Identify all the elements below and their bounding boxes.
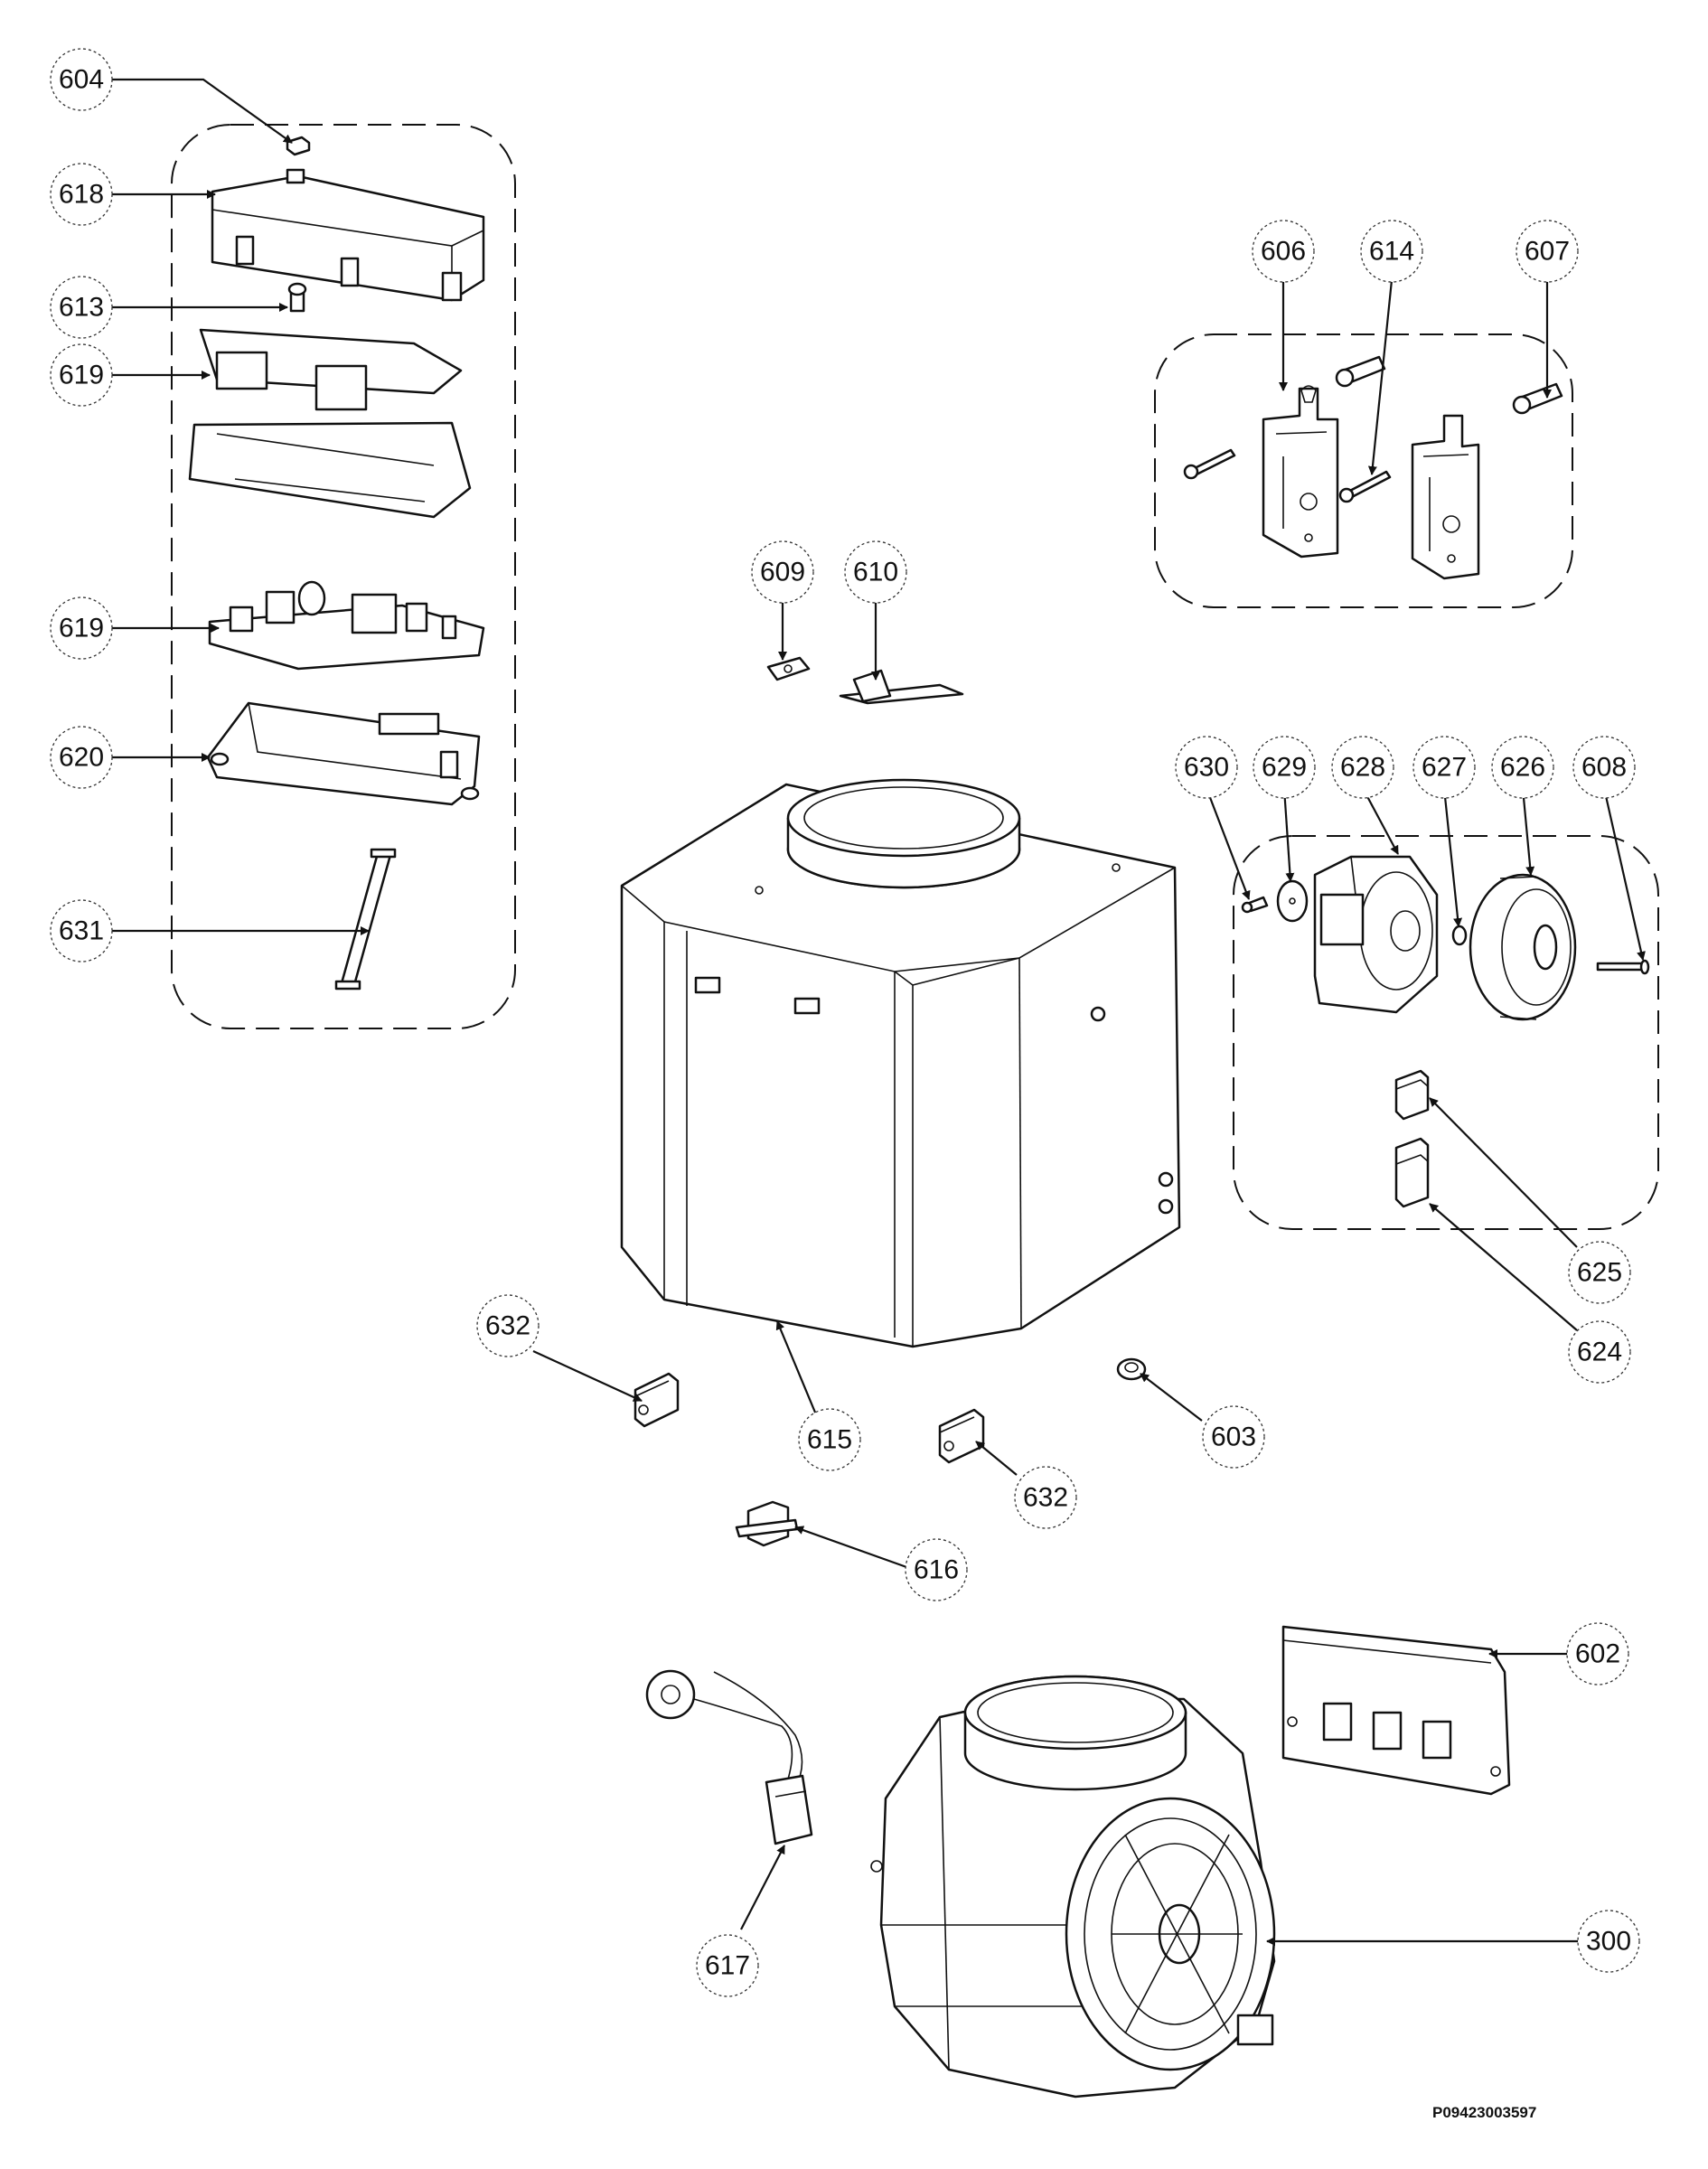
callout-624: 624	[1568, 1320, 1631, 1384]
callout-617: 617	[696, 1934, 759, 1997]
part-630-screw	[1241, 896, 1269, 914]
part-625-connector	[1394, 1069, 1430, 1121]
callout-label: 300	[1586, 1927, 1631, 1957]
callout-label: 604	[59, 65, 104, 95]
callout-626: 626	[1491, 736, 1554, 799]
part-bracket-second	[1411, 414, 1480, 580]
callout-609: 609	[751, 540, 814, 604]
callout-616: 616	[905, 1538, 968, 1601]
callout-label: 609	[760, 558, 805, 587]
part-629-disc	[1276, 879, 1309, 923]
part-609-plate	[766, 656, 811, 681]
callout-619-b: 619	[50, 596, 113, 660]
callout-label: 614	[1369, 237, 1414, 267]
callout-630: 630	[1175, 736, 1238, 799]
callout-label: 628	[1340, 753, 1385, 783]
part-608-pin	[1596, 959, 1650, 975]
part-628-motor	[1313, 855, 1439, 1014]
callout-label: 631	[59, 916, 104, 946]
part-614-screw	[1338, 470, 1392, 503]
callout-label: 617	[705, 1951, 750, 1981]
callout-608: 608	[1572, 736, 1636, 799]
callout-618: 618	[50, 163, 113, 226]
part-607-wall-plug	[1335, 355, 1563, 415]
group-box-electronics	[171, 124, 516, 1029]
callout-619-a: 619	[50, 343, 113, 407]
callout-label: 618	[59, 180, 104, 210]
part-616-switch	[735, 1500, 799, 1547]
callout-label: 626	[1500, 753, 1545, 783]
part-300-blower	[870, 1675, 1276, 2099]
group-box-motor	[1233, 835, 1659, 1230]
part-618-cover	[211, 168, 485, 302]
callout-604: 604	[50, 48, 113, 111]
part-620-tray	[206, 701, 481, 806]
callout-615: 615	[798, 1408, 861, 1471]
callout-627: 627	[1412, 736, 1476, 799]
callout-610: 610	[844, 540, 907, 604]
group-box-brackets	[1154, 333, 1573, 608]
part-632-bracket-center	[938, 1408, 985, 1464]
callout-label: 608	[1581, 753, 1627, 783]
callout-614: 614	[1360, 220, 1423, 283]
callout-label: 603	[1211, 1423, 1256, 1452]
callout-label: 632	[1023, 1483, 1068, 1513]
callout-300: 300	[1577, 1910, 1640, 1973]
part-603-grommet	[1116, 1357, 1147, 1381]
part-626-wheel	[1469, 873, 1577, 1021]
callout-label: 630	[1184, 753, 1229, 783]
callout-613: 613	[50, 276, 113, 339]
callout-label: 607	[1525, 237, 1570, 267]
leader-lines	[108, 78, 1646, 1946]
part-606-bracket	[1183, 385, 1339, 559]
callout-label: 620	[59, 743, 104, 773]
part-610-clamp	[839, 669, 964, 705]
document-code: P09423003597	[1432, 2104, 1536, 2121]
part-615-housing	[620, 778, 1181, 1348]
callout-631: 631	[50, 899, 113, 962]
part-631-ribbon-cable	[334, 848, 397, 991]
callout-602: 602	[1566, 1622, 1629, 1685]
callout-label: 619	[59, 361, 104, 390]
part-624-connector	[1394, 1137, 1430, 1208]
callout-label: 632	[485, 1311, 530, 1341]
part-604-clip	[286, 136, 311, 156]
part-617-cable	[645, 1669, 813, 1845]
callout-label: 624	[1577, 1338, 1622, 1367]
part-619-board-a	[188, 328, 472, 519]
callout-label: 616	[914, 1555, 959, 1585]
part-613-spacer	[287, 282, 307, 313]
callout-label: 606	[1261, 237, 1306, 267]
part-619-pcb	[208, 580, 485, 671]
callout-607: 607	[1516, 220, 1579, 283]
callout-label: 625	[1577, 1258, 1622, 1288]
callout-label: 629	[1262, 753, 1307, 783]
callout-620: 620	[50, 726, 113, 789]
callout-603: 603	[1202, 1405, 1265, 1469]
callout-628: 628	[1331, 736, 1394, 799]
callout-label: 602	[1575, 1639, 1620, 1669]
callout-625: 625	[1568, 1241, 1631, 1304]
callout-label: 627	[1422, 753, 1467, 783]
callout-632-a: 632	[476, 1294, 540, 1357]
callout-629: 629	[1253, 736, 1316, 799]
part-627-washer	[1451, 925, 1468, 946]
callout-label: 613	[59, 293, 104, 323]
callout-632-b: 632	[1014, 1466, 1077, 1529]
part-602-plate	[1281, 1625, 1511, 1796]
callout-label: 615	[807, 1425, 852, 1455]
callout-label: 619	[59, 614, 104, 643]
callout-606: 606	[1252, 220, 1315, 283]
callout-label: 610	[853, 558, 898, 587]
